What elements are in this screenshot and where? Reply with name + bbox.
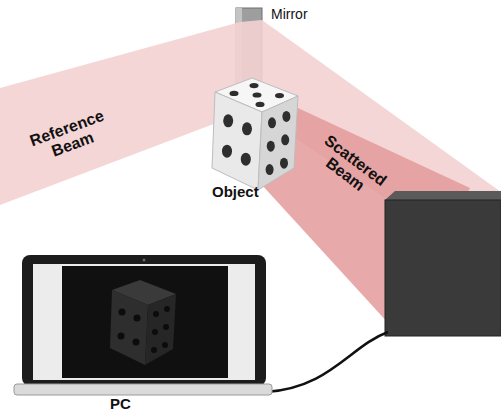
hologram-image [62,266,228,378]
dice-pip [230,91,239,96]
dice-right-face [258,96,298,190]
laptop-bezel [22,255,266,386]
hologram-pip [163,324,169,330]
dice-pip [268,117,276,128]
dice-pip [280,158,288,169]
node-label: Object [212,184,259,201]
dice-pip [275,93,284,98]
dice-pip [241,153,251,166]
hologram-dice-left [110,290,148,365]
camera-body [385,200,501,336]
dice-pip [250,83,259,88]
node-label: Mirror [271,7,308,22]
dice-left-face [212,92,262,190]
hologram-pip [164,306,170,312]
laptop-screen [33,264,255,380]
reference-beam [0,22,240,205]
node-label: PC [110,396,131,413]
mirror-label-node: Mirror [271,7,308,22]
dice-pip [266,164,274,175]
object-label-node: Object [212,184,259,201]
hologram-pip [153,311,159,317]
hologram-pip [162,342,168,348]
hologram-pip [133,339,140,346]
dice-pip [267,141,275,152]
hologram-pip [118,333,125,340]
dice-pip [282,111,290,122]
dice-pip [256,102,265,107]
hologram-pip [151,347,157,353]
hologram-pip [134,315,141,322]
pc-label-node: PC [110,396,131,413]
dice-pip [281,134,289,145]
hologram-pip [119,309,126,316]
laptop-webcam [143,259,146,262]
dice-pip [223,114,233,127]
dice-pip [222,145,232,158]
dice-pip [242,122,252,135]
dice-pip [253,92,262,97]
usb-cable [266,332,388,392]
laptop-base [14,384,272,395]
hologram-pip [152,329,158,335]
camera-top [385,191,501,200]
hologram-dice-right [145,294,176,365]
